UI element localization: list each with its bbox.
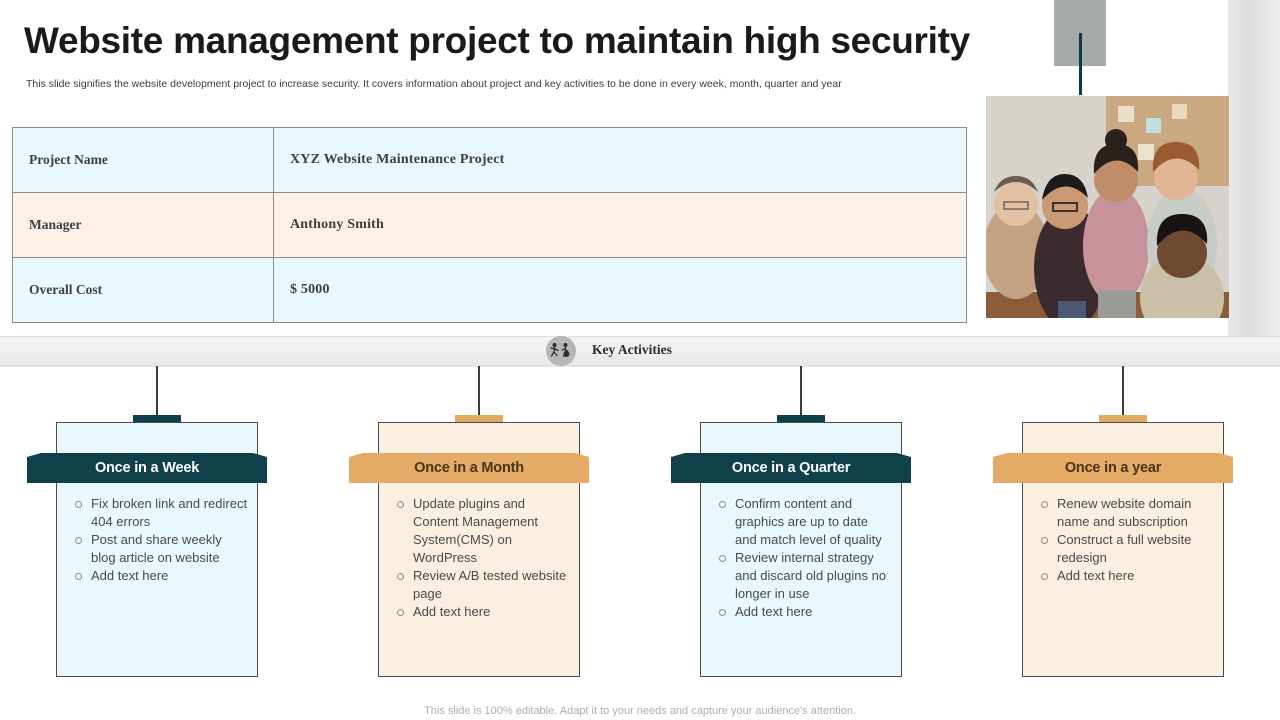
connector-line-1 (156, 366, 158, 422)
connector-line-4 (1122, 366, 1124, 422)
teal-stem-line (1079, 33, 1082, 95)
table-cell-value: Anthony Smith (273, 192, 967, 258)
table-cell-label: Manager (12, 192, 274, 258)
card-title-quarter: Once in a Quarter (731, 460, 851, 476)
right-edge-decoration (1228, 0, 1280, 338)
list-item: Construct a full website redesign (1037, 531, 1215, 567)
card-ribbon-quarter: Once in a Quarter (671, 453, 911, 483)
key-activities-bar (0, 336, 1280, 367)
card-ribbon-week: Once in a Week (27, 453, 267, 483)
card-list-year: Renew website domain name and subscripti… (1037, 495, 1215, 585)
ribbon-notch-left (671, 453, 685, 483)
card-list-month: Update plugins and Content Management Sy… (393, 495, 571, 621)
project-info-table: Project Name XYZ Website Maintenance Pro… (12, 127, 967, 323)
key-activities-label: Key Activities (592, 342, 672, 357)
activity-people-icon (546, 336, 576, 366)
list-item: Renew website domain name and subscripti… (1037, 495, 1215, 531)
card-tab-1 (133, 415, 181, 423)
table-cell-value: $ 5000 (273, 257, 967, 323)
list-item: Review A/B tested website page (393, 567, 571, 603)
card-title-month: Once in a Month (414, 460, 524, 476)
card-list-week: Fix broken link and redirect 404 errors … (71, 495, 249, 585)
ribbon-notch-right (575, 453, 589, 483)
ribbon-notch-left (27, 453, 41, 483)
list-item: Post and share weekly blog article on we… (71, 531, 249, 567)
activity-card-quarter[interactable]: Once in a Quarter Confirm content and gr… (671, 422, 911, 677)
card-ribbon-month: Once in a Month (349, 453, 589, 483)
team-photo (986, 96, 1229, 318)
ribbon-notch-right (1219, 453, 1233, 483)
page-subtitle: This slide signifies the website develop… (26, 78, 842, 90)
list-item: Add text here (393, 603, 571, 621)
card-tab-2 (455, 415, 503, 423)
table-row: Manager Anthony Smith (12, 192, 967, 258)
connector-line-2 (478, 366, 480, 422)
activity-card-year[interactable]: Once in a year Renew website domain name… (993, 422, 1233, 677)
list-item: Add text here (1037, 567, 1215, 585)
activity-card-month[interactable]: Once in a Month Update plugins and Conte… (349, 422, 589, 677)
ribbon-notch-right (253, 453, 267, 483)
ribbon-notch-right (897, 453, 911, 483)
ribbon-notch-left (349, 453, 363, 483)
list-item: Update plugins and Content Management Sy… (393, 495, 571, 567)
activity-card-week[interactable]: Once in a Week Fix broken link and redir… (27, 422, 267, 677)
card-title-year: Once in a year (1064, 460, 1162, 476)
ribbon-notch-left (993, 453, 1007, 483)
card-tab-4 (1099, 415, 1147, 423)
table-cell-value: XYZ Website Maintenance Project (273, 127, 967, 193)
card-ribbon-year: Once in a year (993, 453, 1233, 483)
card-title-week: Once in a Week (94, 460, 200, 476)
list-item: Add text here (71, 567, 249, 585)
connector-line-3 (800, 366, 802, 422)
card-tab-3 (777, 415, 825, 423)
table-cell-label: Overall Cost (12, 257, 274, 323)
list-item: Review internal strategy and discard old… (715, 549, 893, 603)
table-cell-label: Project Name (12, 127, 274, 193)
list-item: Add text here (715, 603, 893, 621)
list-item: Confirm content and graphics are up to d… (715, 495, 893, 549)
footer-note: This slide is 100% editable. Adapt it to… (424, 705, 856, 717)
page-title: Website management project to maintain h… (24, 20, 970, 61)
card-list-quarter: Confirm content and graphics are up to d… (715, 495, 893, 621)
list-item: Fix broken link and redirect 404 errors (71, 495, 249, 531)
table-row: Overall Cost $ 5000 (12, 257, 967, 323)
table-row: Project Name XYZ Website Maintenance Pro… (12, 127, 967, 193)
